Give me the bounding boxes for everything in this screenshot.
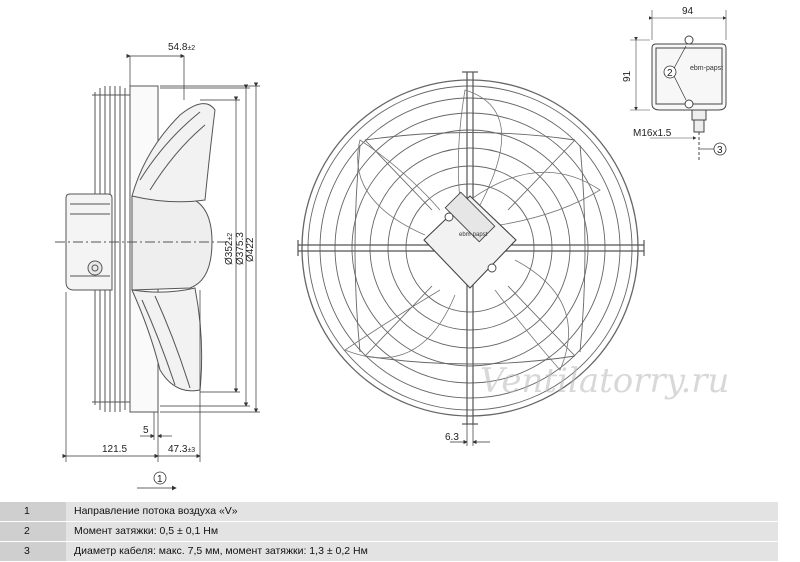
side-view <box>55 85 230 413</box>
legend-row: 2 Момент затяжки: 0,5 ± 0,1 Нм <box>0 522 800 541</box>
dim-diameter-mid: Ø375.3 <box>235 232 246 265</box>
legend-text: Диаметр кабеля: макс. 7,5 мм, момент зат… <box>66 542 778 561</box>
technical-drawing: 54.8±2 Ø352±2 Ø375.3 Ø422 121.5 5 47.3±3… <box>55 6 729 491</box>
impeller-blades <box>344 89 601 371</box>
legend-text: Момент затяжки: 0,5 ± 0,1 Нм <box>66 522 778 541</box>
guard-ring-outer <box>301 79 639 417</box>
side-dimensions <box>62 53 260 462</box>
callout-2: 2 <box>663 45 687 101</box>
callout-1: 1 <box>137 471 177 491</box>
cable-gland-side <box>87 260 103 276</box>
legend-row: 3 Диаметр кабеля: макс. 7,5 мм, момент з… <box>0 542 800 561</box>
front-dimension <box>450 424 490 446</box>
guard-struts <box>354 132 586 365</box>
callout-3: 3 <box>700 142 727 156</box>
dim-flange-offset: 54.8±2 <box>168 42 195 53</box>
blade-upper <box>131 103 216 203</box>
hub <box>131 195 213 291</box>
dim-cable-gland: M16x1.5 <box>633 128 672 139</box>
dim-hub-offset: 47.3±3 <box>168 444 195 455</box>
svg-text:2: 2 <box>667 68 673 79</box>
dim-box-width: 94 <box>682 6 694 17</box>
svg-text:1: 1 <box>157 474 163 485</box>
brand-label-box: ebm-papst <box>690 65 723 72</box>
dim-diameter-outer: Ø422 <box>245 237 256 262</box>
legend-num: 2 <box>0 522 66 541</box>
legend-table: 1 Направление потока воздуха «V» 2 Момен… <box>0 500 800 562</box>
dim-diameter-inner: Ø352±2 <box>224 233 235 265</box>
front-view: ebm-papst <box>297 71 645 425</box>
dim-box-height: 91 <box>622 70 633 82</box>
legend-num: 3 <box>0 542 66 561</box>
svg-text:3: 3 <box>717 145 723 156</box>
terminal-box <box>630 10 727 160</box>
brand-label-front: ebm-papst <box>459 232 488 238</box>
dim-bolt-offset: 6.3 <box>445 432 459 443</box>
legend-text: Направление потока воздуха «V» <box>66 502 778 521</box>
dim-depth-left: 121.5 <box>102 444 127 455</box>
legend-row: 1 Направление потока воздуха «V» <box>0 502 800 521</box>
dim-gap: 5 <box>143 425 149 436</box>
watermark: Ventilatorry.ru <box>480 361 729 401</box>
legend-num: 1 <box>0 502 66 521</box>
